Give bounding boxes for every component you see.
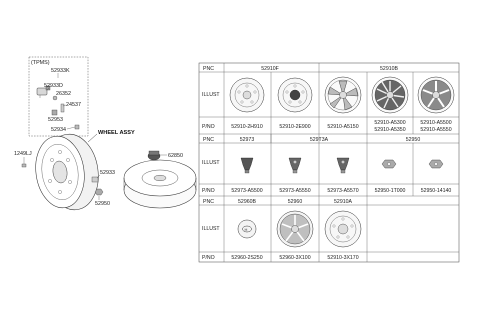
pno-52973-A5500: 52973-A5500 xyxy=(231,188,262,194)
pnc-group-52960: 52960 xyxy=(288,199,303,205)
pno-52973-A5570: 52973-A5570 xyxy=(327,188,358,194)
valve-cap-A5550-icon xyxy=(288,157,302,174)
valve-stem-icon xyxy=(60,103,65,113)
sensor-icon xyxy=(91,176,99,183)
valve-cap-icon xyxy=(51,109,58,116)
hub-cap-icon xyxy=(147,150,161,161)
svg-text:H: H xyxy=(245,227,248,232)
lug-nut-1T000-icon xyxy=(381,159,397,169)
parts-table: PNC ILLUST P/NO PNC ILLUST P/NO PNC ILLU… xyxy=(198,62,460,263)
valve-cap-A5500-icon xyxy=(240,157,254,174)
pno-52910-A5500: 52910-A5500 xyxy=(420,120,451,126)
row-header-pno-1: P/NO xyxy=(202,124,215,130)
row-header-pno-3: P/NO xyxy=(202,255,215,261)
valve-cap-A5570-icon xyxy=(336,157,350,174)
pno-52910-A5550: 52910-A5550 xyxy=(420,127,451,133)
pnc-group-52950: 52950 xyxy=(406,137,421,143)
lug-nut-icon xyxy=(94,188,104,196)
alloy-wheel-A5500-icon xyxy=(417,76,455,114)
pno-52910-2E900: 52910-2E900 xyxy=(279,124,310,130)
row-header-illust-2: ILLUST xyxy=(202,160,220,166)
row-header-pno-2: P/NO xyxy=(202,188,215,194)
tpms-valve-icon xyxy=(74,124,80,130)
pno-52910-A5150: 52910-A5150 xyxy=(327,124,358,130)
steel-wheel-2E900-icon xyxy=(277,77,313,113)
pnc-group-529T3A: 529T3A xyxy=(310,137,329,143)
tpms-label: (TPMS) xyxy=(31,60,50,66)
alloy-wheel-A5300-icon xyxy=(371,76,409,114)
steel-wheel-2H910-icon xyxy=(229,77,265,113)
pno-52960-3X100: 52960-3X100 xyxy=(279,255,310,261)
callout-52934: 52934 xyxy=(51,127,66,133)
pno-52910-3X170: 52910-3X170 xyxy=(327,255,358,261)
alloy-wheel-A5150-icon xyxy=(324,76,362,114)
wheel-cover-3X100-icon xyxy=(276,210,314,248)
row-header-pnc-3: PNC xyxy=(203,199,214,205)
row-header-pnc-1: PNC xyxy=(203,66,214,72)
callout-1249LJ: 1249LJ xyxy=(14,151,32,157)
tpms-sensor-icon xyxy=(36,85,51,98)
wheel-assy-label: WHEEL ASSY xyxy=(98,130,135,136)
row-header-pnc-2: PNC xyxy=(203,137,214,143)
steel-wheel-icon xyxy=(35,133,99,211)
callout-52950: 52950 xyxy=(95,201,110,207)
row-header-illust-3: ILLUST xyxy=(202,226,220,232)
steel-wheel-3X170-icon xyxy=(324,210,362,248)
pnc-group-52960B: 52960B xyxy=(238,199,256,205)
pno-52910-2H910: 52910-2H910 xyxy=(231,124,263,130)
valve-nut-icon xyxy=(52,95,58,101)
pnc-group-52910A: 52910A xyxy=(334,199,352,205)
callout-26352: 26352 xyxy=(56,91,71,97)
row-header-illust-1: ILLUST xyxy=(202,92,220,98)
pnc-group-52973: 52973 xyxy=(240,137,255,143)
callout-52933K: 52933K xyxy=(51,68,70,74)
pno-52910-A5300: 52910-A5300 xyxy=(374,120,405,126)
pno-52973-A5550: 52973-A5550 xyxy=(279,188,310,194)
pnc-group-52910B: 52910B xyxy=(380,66,398,72)
spare-tire-icon xyxy=(123,159,197,209)
callout-62850: 62850 xyxy=(168,153,183,159)
callout-52933D: 52933D xyxy=(44,83,63,89)
callout-52953: 52953 xyxy=(48,117,63,123)
tpms-dashed-box xyxy=(28,56,89,137)
pno-52960-2S250: 52960-2S250 xyxy=(231,255,262,261)
pno-52910-A5350: 52910-A5350 xyxy=(374,127,405,133)
callout-24537: 24537 xyxy=(66,102,81,108)
callout-52933: 52933 xyxy=(100,170,115,176)
hub-cap-2S250-icon: H xyxy=(237,219,257,239)
pno-52950-1T000: 52950-1T000 xyxy=(375,188,406,194)
bolt-icon xyxy=(21,163,27,168)
pnc-group-52910F: 52910F xyxy=(261,66,279,72)
lug-nut-14140-icon xyxy=(428,159,444,169)
pno-52950-14140: 52950-14140 xyxy=(421,188,452,194)
